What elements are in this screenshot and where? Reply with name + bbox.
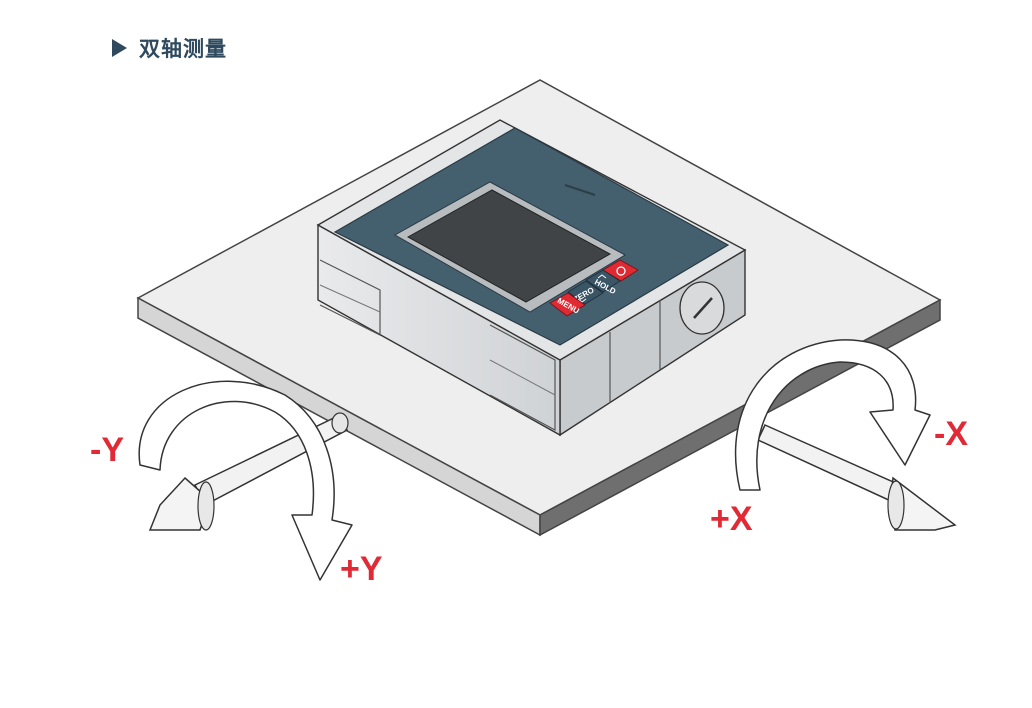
neg-y-label: -Y	[90, 431, 124, 469]
pos-x-label: +X	[710, 500, 753, 538]
neg-x-label: -X	[934, 415, 968, 453]
chevron-up-icon	[597, 274, 607, 279]
x-axis-arrow	[757, 424, 957, 531]
play-triangle-icon	[112, 39, 127, 57]
chevron-down-icon	[577, 298, 587, 303]
section-title: 双轴测量	[139, 37, 227, 61]
section-heading: 双轴测量	[112, 33, 227, 63]
pos-y-label: +Y	[340, 550, 383, 588]
inclinometer-device	[316, 119, 747, 437]
menu-button: MENU	[549, 292, 586, 317]
power-icon	[616, 266, 626, 276]
y-rotation-arrow	[138, 380, 353, 581]
x-rotation-arrow	[734, 339, 931, 491]
